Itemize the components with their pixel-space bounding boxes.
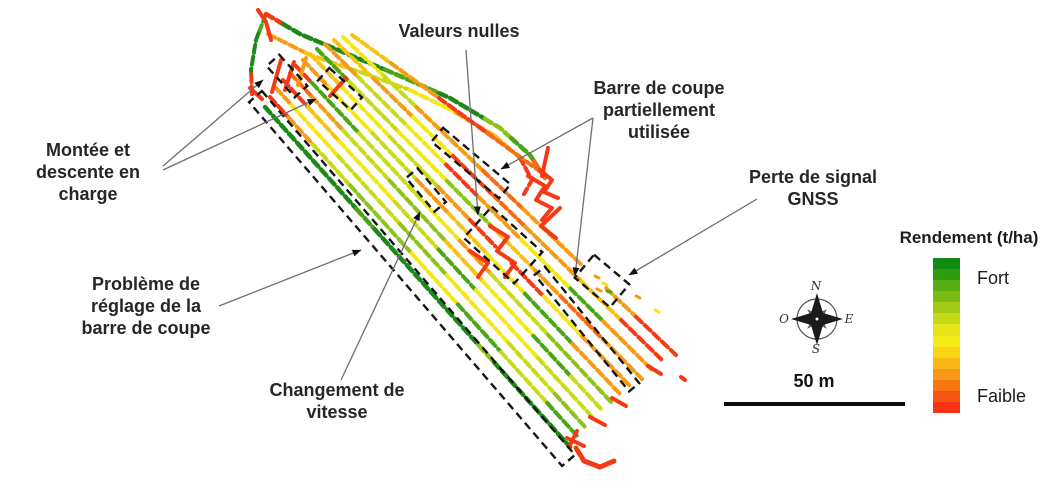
compass-east-label: E bbox=[844, 312, 854, 326]
legend-color-step bbox=[933, 302, 960, 314]
legend-color-step bbox=[933, 346, 960, 358]
scale-bar-label: 50 m bbox=[793, 371, 835, 391]
compass-rose: N S O E bbox=[779, 279, 854, 356]
legend-colorbar bbox=[933, 258, 960, 414]
label-barre-de-coupe: Barre de coupe partiellement utilisée bbox=[593, 78, 725, 142]
label-montee-descente: Montée et descente en charge bbox=[35, 140, 141, 204]
scale-bar-line bbox=[724, 402, 905, 406]
label-perte-gnss: Perte de signal GNSS bbox=[748, 167, 878, 209]
legend-color-step bbox=[933, 324, 960, 336]
annotation-arrows bbox=[162, 49, 758, 381]
legend-color-step bbox=[933, 269, 960, 281]
legend-low-label: Faible bbox=[977, 386, 1027, 406]
legend-color-step bbox=[933, 258, 960, 270]
legend-color-step bbox=[933, 280, 960, 292]
annotation-boxes bbox=[247, 53, 641, 468]
label-valeurs-nulles: Valeurs nulles bbox=[398, 21, 520, 41]
compass-west-label: O bbox=[779, 312, 789, 326]
anomaly-marks bbox=[248, 8, 687, 470]
compass-north-label: N bbox=[810, 279, 822, 293]
legend-color-step bbox=[933, 402, 960, 414]
legend-color-step bbox=[933, 291, 960, 303]
legend-color-step bbox=[933, 313, 960, 325]
legend-color-step bbox=[933, 357, 960, 369]
legend-color-step bbox=[933, 390, 960, 403]
compass-south-label: S bbox=[812, 342, 820, 356]
legend-color-step bbox=[933, 368, 960, 380]
label-probleme-reglage: Problème de réglage de la barre de coupe bbox=[81, 274, 211, 338]
legend-color-step bbox=[933, 335, 960, 347]
legend-color-step bbox=[933, 379, 960, 391]
label-changement-vitesse: Changement de vitesse bbox=[269, 380, 405, 422]
legend-title: Rendement (t/ha) bbox=[899, 228, 1039, 247]
legend-high-label: Fort bbox=[977, 268, 1010, 288]
